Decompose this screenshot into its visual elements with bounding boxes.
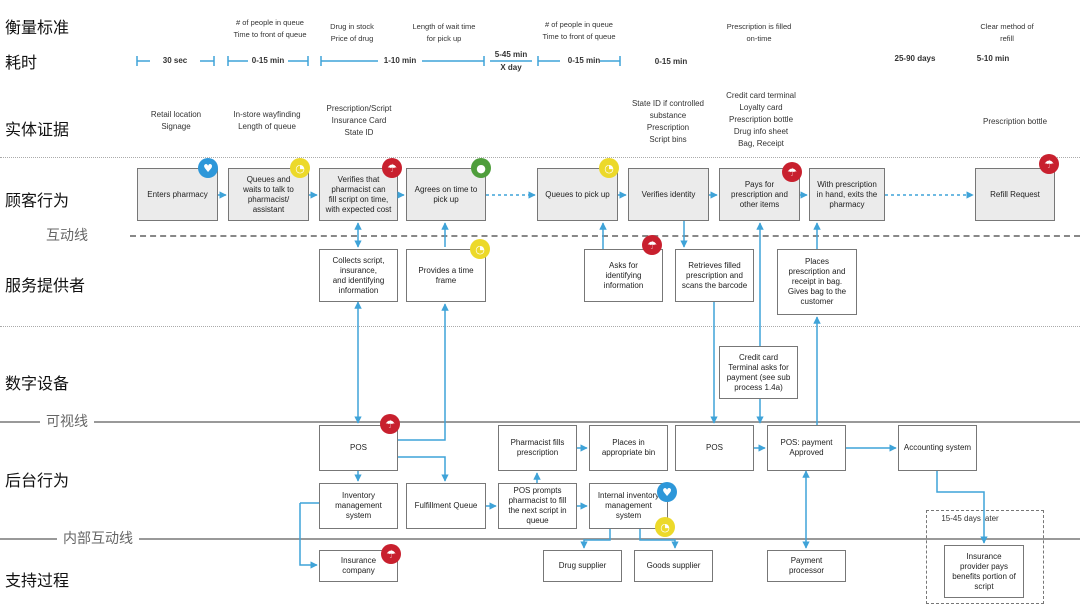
row-label-backstage: 后台行为 (5, 471, 70, 490)
provider-retrieves-filled[interactable]: Retrieves filled prescription and scans … (675, 249, 754, 302)
timing-25-90: 25-90 days (894, 54, 936, 63)
provider-time-frame[interactable]: Provides a time frame (406, 249, 486, 302)
timing-0-15-c: 0-15 min (654, 57, 688, 66)
umbrella-icon: ☂ (642, 235, 662, 255)
timing-0-15-b: 0-15 min (567, 56, 601, 65)
evidence-retail: Retail location Signage (150, 110, 202, 131)
evidence-wayfinding: In-store wayfinding Length of queue (233, 110, 301, 131)
evidence-script: Prescription/Script Insurance Card State… (326, 104, 392, 137)
row-label-provider: 服务提供者 (5, 276, 86, 295)
backstage-internal-inventory[interactable]: Internal inventory management system (589, 483, 668, 529)
umbrella-icon: ☂ (381, 544, 401, 564)
line-label-interaction: 互动线 (40, 225, 94, 245)
insurance-delay-frame (926, 510, 1044, 604)
backstage-places-in-bin[interactable]: Places in appropriate bin (589, 425, 668, 471)
evidence-divider (0, 157, 1080, 158)
backstage-pos-prompts[interactable]: POS prompts pharmacist to fill the next … (498, 483, 577, 529)
step-exits-pharmacy[interactable]: With prescription in hand, exits the pha… (809, 168, 885, 221)
line-label-visibility: 可视线 (40, 411, 94, 431)
timing-x-day: X day (500, 63, 522, 72)
backstage-payment-approved[interactable]: POS: payment Approved (767, 425, 846, 471)
line-of-visibility (0, 421, 1080, 423)
umbrella-icon: ☂ (382, 158, 402, 178)
timing-5-10: 5-10 min (976, 54, 1010, 63)
support-delay-label: 15-45 days later (941, 514, 999, 523)
umbrella-icon: ☂ (782, 162, 802, 182)
support-insurance-provider[interactable]: Insurance provider pays benefits portion… (944, 545, 1024, 598)
metric-drug-stock: Drug in stock Price of drug (330, 22, 374, 43)
umbrella-icon: ☂ (380, 414, 400, 434)
step-agrees-on-time[interactable]: Agrees on time to pick up (406, 168, 486, 221)
backstage-accounting[interactable]: Accounting system (898, 425, 977, 471)
heart-icon: ♥ (657, 482, 677, 502)
evidence-terminal: Credit card terminal Loyalty card Prescr… (726, 91, 796, 148)
provider-divider (0, 326, 1080, 327)
row-label-digital: 数字设备 (5, 374, 70, 393)
apple-icon: ● (471, 158, 491, 178)
umbrella-icon: ☂ (1039, 154, 1059, 174)
step-verifies-pharmacist[interactable]: Verifies that pharmacist can fill script… (319, 168, 398, 221)
step-verifies-identity[interactable]: Verifies identity (628, 168, 709, 221)
metric-wait-time: Length of wait time for pick up (412, 22, 476, 43)
clock-icon: ◔ (470, 239, 490, 259)
clock-icon: ◔ (290, 158, 310, 178)
provider-places-in-bag[interactable]: Places prescription and receipt in bag. … (777, 249, 857, 315)
line-of-internal-interaction (0, 538, 1080, 540)
backstage-fulfillment-queue[interactable]: Fulfillment Queue (406, 483, 486, 529)
step-refill-request[interactable]: Refill Request (975, 168, 1055, 221)
support-drug-supplier[interactable]: Drug supplier (543, 550, 622, 582)
metric-filled-on-time: Prescription is filled on-time (726, 22, 792, 43)
backstage-pos-2[interactable]: POS (675, 425, 754, 471)
evidence-state-id: State ID if controlled substance Prescri… (631, 99, 705, 144)
evidence-bottle: Prescription bottle (982, 117, 1048, 126)
metric-queue-1: # of people in queue Time to front of qu… (233, 18, 307, 39)
row-label-time: 耗时 (5, 53, 38, 72)
timing-30sec: 30 sec (162, 56, 188, 65)
line-label-internal: 内部互动线 (57, 528, 139, 548)
backstage-pharmacist-fills[interactable]: Pharmacist fills prescription (498, 425, 577, 471)
timing-5-45: 5-45 min (494, 50, 528, 59)
timing-1-10: 1-10 min (383, 56, 417, 65)
metric-queue-2: # of people in queue Time to front of qu… (542, 20, 616, 41)
clock-icon: ◔ (655, 517, 675, 537)
backstage-inventory[interactable]: Inventory management system (319, 483, 398, 529)
clock-icon: ◔ (599, 158, 619, 178)
row-label-support: 支持过程 (5, 571, 70, 590)
support-goods-supplier[interactable]: Goods supplier (634, 550, 713, 582)
support-payment-processor[interactable]: Payment processor (767, 550, 846, 582)
step-pays[interactable]: Pays for prescription and other items (719, 168, 800, 221)
line-of-interaction (130, 235, 1080, 237)
provider-asks-identity[interactable]: Asks for identifying information (584, 249, 663, 302)
timing-0-15-a: 0-15 min (251, 56, 285, 65)
heart-icon: ♥ (198, 158, 218, 178)
metric-refill-method: Clear method of refill (980, 22, 1034, 43)
digital-credit-terminal[interactable]: Credit card Terminal asks for payment (s… (719, 346, 798, 399)
row-label-customer: 顾客行为 (5, 191, 70, 210)
row-label-standard: 衡量标准 (5, 18, 70, 37)
row-label-evidence: 实体证据 (5, 120, 70, 139)
